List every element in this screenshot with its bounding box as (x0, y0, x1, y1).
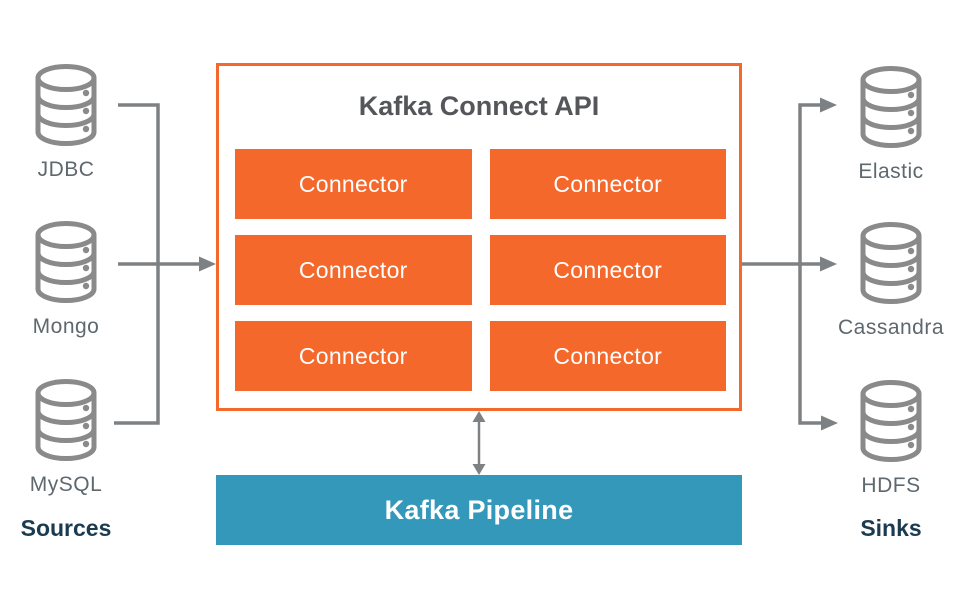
kafka-connect-api-box: Kafka Connect API Connector Connector Co… (216, 63, 742, 411)
kafka-pipeline-label: Kafka Pipeline (384, 494, 574, 525)
sink-node-hdfs: HDFS (825, 380, 957, 498)
source-node-jdbc: JDBC (0, 64, 132, 182)
connector-box: Connector (489, 149, 726, 219)
connector-box: Connector (235, 235, 472, 305)
database-icon (28, 379, 104, 463)
sink-label-hdfs: HDFS (861, 474, 921, 497)
source-to-api-arrowhead (199, 256, 216, 272)
source-node-mysql: MySQL (0, 379, 132, 497)
database-icon (853, 380, 929, 464)
connector-box: Connector (489, 235, 726, 305)
connector-box: Connector (489, 321, 726, 391)
connector-box: Connector (235, 321, 472, 391)
sink-label-elastic: Elastic (858, 160, 924, 183)
database-icon (853, 66, 929, 150)
kafka-connect-api-title: Kafka Connect API (358, 91, 600, 121)
database-icon (28, 64, 104, 148)
database-icon (28, 221, 104, 305)
sinks-heading: Sinks (860, 515, 922, 541)
sinks-branch-line (798, 103, 822, 425)
connector-box: Connector (235, 149, 472, 219)
connector-grid: Connector Connector Connector Connector … (235, 149, 726, 391)
source-node-mongo: Mongo (0, 221, 132, 339)
sources-heading: Sources (20, 515, 112, 541)
source-label-mongo: Mongo (32, 315, 100, 338)
sink-node-elastic: Elastic (825, 66, 957, 184)
source-label-mysql: MySQL (29, 473, 103, 496)
api-pipeline-arrowhead-up (472, 411, 486, 422)
sink-node-cassandra: Cassandra (825, 222, 957, 340)
api-pipeline-arrowhead-down (472, 464, 486, 475)
source-label-jdbc: JDBC (37, 158, 95, 181)
kafka-pipeline-box: Kafka Pipeline (216, 475, 742, 545)
database-icon (853, 222, 929, 306)
sink-label-cassandra: Cassandra (837, 316, 945, 339)
